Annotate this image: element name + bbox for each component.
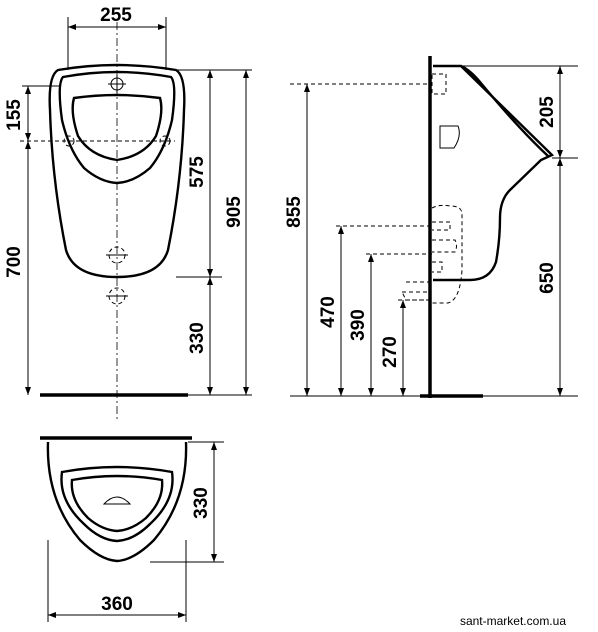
dim-front-bottom-height: 330 — [187, 322, 208, 354]
dim-front-side-height: 700 — [4, 246, 25, 278]
dim-front-bowl-height: 575 — [187, 156, 208, 188]
dim-front-top-width: 255 — [100, 5, 132, 26]
dim-plan-depth: 330 — [191, 487, 212, 519]
front-view: 255 155 700 — [4, 5, 252, 420]
dim-side-lower-height: 650 — [537, 262, 558, 294]
urinal-rim — [58, 70, 176, 185]
dim-side-390: 390 — [348, 309, 369, 341]
dim-side-total-height: 855 — [284, 196, 305, 228]
watermark: sant-market.com.ua — [460, 614, 566, 628]
urinal-profile — [433, 64, 555, 282]
plan-outline — [46, 441, 188, 563]
flush-symbol — [439, 125, 460, 149]
dim-plan-width: 360 — [101, 594, 133, 615]
plan-inner-bowl — [60, 465, 174, 543]
side-view: 855 470 390 270 205 650 — [284, 56, 578, 398]
dim-front-inlet-height: 155 — [4, 99, 25, 131]
plan-drain — [102, 496, 132, 505]
dim-side-top-offset: 205 — [537, 96, 558, 128]
plan-view: 330 360 — [40, 436, 224, 622]
dim-side-470: 470 — [318, 296, 339, 328]
urinal-bowl — [71, 93, 163, 162]
dim-front-total-height: 905 — [224, 196, 245, 228]
dim-side-270: 270 — [380, 336, 401, 368]
